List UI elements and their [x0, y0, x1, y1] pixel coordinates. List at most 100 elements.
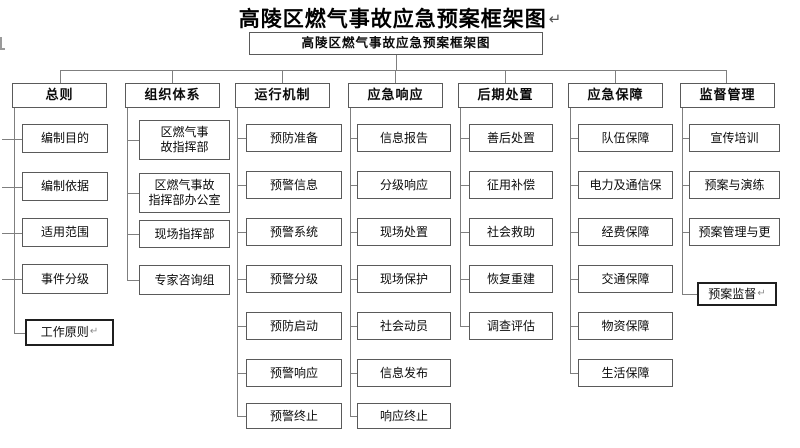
- node-emergency-response-1[interactable]: 分级响应: [357, 171, 451, 199]
- node-operating-mechanism-2[interactable]: 预警系统: [246, 218, 342, 246]
- node-label: 预警分级: [269, 271, 318, 286]
- connector-stub-post-disposal-1: [460, 185, 469, 186]
- node-post-disposal-0[interactable]: 善后处置: [469, 124, 553, 152]
- node-general-rules-2[interactable]: 适用范围: [22, 218, 108, 247]
- node-label: 预警响应: [269, 365, 318, 380]
- node-emergency-response-4[interactable]: 社会动员: [357, 312, 451, 340]
- diagram-title: 高陵区燃气事故应急预案框架图↵: [0, 3, 800, 33]
- node-supervision-management-2[interactable]: 预案管理与更: [689, 218, 780, 246]
- column-header-emergency-response[interactable]: 应急响应: [348, 83, 443, 108]
- connector-stub-emergency-support-0: [570, 138, 578, 139]
- node-label: 生活保障: [601, 365, 650, 380]
- node-label: 预警系统: [269, 224, 318, 239]
- node-supervision-management-1[interactable]: 预案与演练: [689, 171, 780, 199]
- node-emergency-response-3[interactable]: 现场保护: [357, 265, 451, 293]
- node-emergency-support-5[interactable]: 生活保障: [578, 359, 673, 387]
- connector-stub-operating-mechanism-0: [237, 138, 246, 139]
- node-label: 适用范围: [40, 225, 89, 239]
- node-organization-system-0[interactable]: 区燃气事 故指挥部: [139, 120, 230, 160]
- column-header-supervision-management[interactable]: 监督管理: [680, 83, 775, 108]
- connector-stub-emergency-response-5: [350, 373, 357, 374]
- connector-spine-general-rules: [14, 108, 15, 333]
- connector-stub-general-rules-0: [2, 139, 22, 140]
- node-label: 区燃气事 故指挥部: [160, 125, 209, 154]
- node-organization-system-3[interactable]: 专家咨询组: [139, 265, 230, 295]
- node-label: 响应终止: [379, 408, 428, 423]
- node-general-rules-3[interactable]: 事件分级: [22, 264, 108, 294]
- node-label: 经费保障: [601, 224, 650, 239]
- connector-stub-operating-mechanism-5: [237, 373, 246, 374]
- connector-stub-supervision-management-3: [682, 294, 697, 295]
- node-emergency-support-0[interactable]: 队伍保障: [578, 124, 673, 152]
- node-operating-mechanism-1[interactable]: 预警信息: [246, 171, 342, 199]
- node-general-rules-4[interactable]: 工作原则↵: [25, 319, 114, 346]
- connector-stub-general-rules-1: [2, 187, 22, 188]
- node-emergency-support-4[interactable]: 物资保障: [578, 312, 673, 340]
- node-label: 区燃气事故 指挥部办公室: [148, 178, 221, 207]
- connector-header-stub-emergency-support: [615, 70, 616, 83]
- column-header-post-disposal[interactable]: 后期处置: [458, 83, 553, 108]
- node-post-disposal-4[interactable]: 调查评估: [469, 312, 553, 340]
- column-header-emergency-support[interactable]: 应急保障: [568, 83, 663, 108]
- node-label: 交通保障: [601, 271, 650, 286]
- node-post-disposal-2[interactable]: 社会救助: [469, 218, 553, 246]
- connector-stub-emergency-response-6: [350, 416, 357, 417]
- connector-trunk: [60, 70, 726, 71]
- diagram-title-text: 高陵区燃气事故应急预案框架图: [238, 8, 547, 31]
- node-supervision-management-0[interactable]: 宣传培训: [689, 124, 780, 152]
- column-header-general-rules[interactable]: 总则: [12, 83, 107, 108]
- connector-header-stub-supervision-management: [726, 70, 727, 83]
- node-emergency-response-2[interactable]: 现场处置: [357, 218, 451, 246]
- node-label: 宣传培训: [710, 130, 759, 145]
- connector-header-stub-emergency-response: [395, 70, 396, 83]
- node-label: 事件分级: [40, 271, 89, 286]
- node-emergency-response-6[interactable]: 响应终止: [357, 403, 451, 429]
- node-emergency-support-3[interactable]: 交通保障: [578, 265, 673, 293]
- connector-stub-general-rules-3: [2, 279, 22, 280]
- node-label: 物资保障: [601, 318, 650, 333]
- node-emergency-response-0[interactable]: 信息报告: [357, 124, 451, 152]
- connector-stub-emergency-support-4: [570, 326, 578, 327]
- node-operating-mechanism-5[interactable]: 预警响应: [246, 359, 342, 387]
- connector-stub-emergency-response-3: [350, 279, 357, 280]
- node-emergency-support-2[interactable]: 经费保障: [578, 218, 673, 246]
- node-label: 分级响应: [379, 177, 428, 192]
- node-label: 预案监督: [708, 286, 757, 301]
- connector-stub-emergency-response-1: [350, 185, 357, 186]
- node-operating-mechanism-0[interactable]: 预防准备: [246, 124, 342, 152]
- column-header-organization-system[interactable]: 组织体系: [125, 83, 220, 108]
- node-general-rules-1[interactable]: 编制依据: [22, 172, 108, 201]
- node-general-rules-0[interactable]: 编制目的: [22, 124, 108, 153]
- node-supervision-management-3[interactable]: 预案监督↵: [697, 282, 777, 306]
- node-label: 专家咨询组: [154, 272, 215, 287]
- connector-stub-post-disposal-2: [460, 232, 469, 233]
- node-organization-system-2[interactable]: 现场指挥部: [139, 220, 230, 248]
- node-label: 队伍保障: [601, 130, 650, 145]
- node-operating-mechanism-6[interactable]: 预警终止: [246, 403, 342, 429]
- node-operating-mechanism-3[interactable]: 预警分级: [246, 265, 342, 293]
- node-label: 预警信息: [269, 177, 318, 192]
- node-label: 预防启动: [269, 318, 318, 333]
- node-label: 现场保护: [379, 271, 428, 286]
- root-node[interactable]: 高陵区燃气事故应急预案框架图: [249, 32, 543, 55]
- node-organization-system-1[interactable]: 区燃气事故 指挥部办公室: [139, 173, 230, 213]
- connector-stub-organization-system-2: [127, 234, 139, 235]
- connector-stub-post-disposal-4: [460, 326, 469, 327]
- paragraph-mark-icon: ↵: [757, 287, 766, 299]
- node-operating-mechanism-4[interactable]: 预防启动: [246, 312, 342, 340]
- node-post-disposal-1[interactable]: 征用补偿: [469, 171, 553, 199]
- connector-stub-emergency-response-0: [350, 138, 357, 139]
- connector-stub-emergency-support-3: [570, 279, 578, 280]
- paragraph-mark-icon: ↵: [548, 11, 562, 28]
- node-label: 信息报告: [379, 130, 428, 145]
- node-label: 现场指挥部: [154, 226, 215, 241]
- connector-stub-operating-mechanism-1: [237, 185, 246, 186]
- node-emergency-support-1[interactable]: 电力及通信保: [578, 171, 673, 199]
- node-label: 现场处置: [379, 224, 428, 239]
- node-post-disposal-3[interactable]: 恢复重建: [469, 265, 553, 293]
- column-header-operating-mechanism[interactable]: 运行机制: [235, 83, 330, 108]
- connector-spine-organization-system: [127, 108, 128, 280]
- node-emergency-response-5[interactable]: 信息发布: [357, 359, 451, 387]
- node-label: 工作原则: [40, 325, 89, 339]
